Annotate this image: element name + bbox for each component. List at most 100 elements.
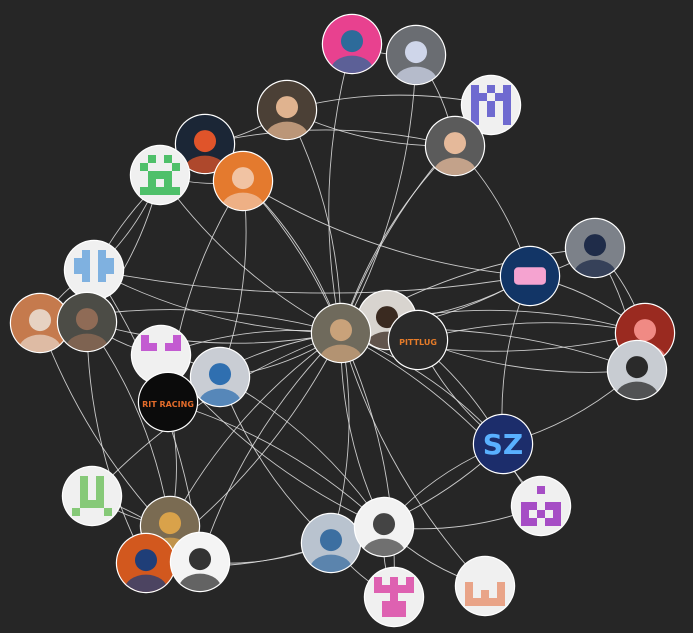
identicon-cell [98, 258, 106, 266]
avatar-head [231, 167, 255, 190]
identicon-cell [72, 508, 80, 516]
node-beard-avatar[interactable] [56, 291, 118, 366]
identicon-cell [398, 609, 406, 617]
avatar-head [583, 234, 607, 257]
avatar-body [178, 573, 222, 591]
identicon-cell [529, 502, 537, 510]
node-background [512, 477, 570, 535]
identicon-cell [481, 590, 489, 598]
identicon-cell [106, 266, 114, 274]
identicon-cell [489, 598, 497, 606]
identicon-cell [503, 109, 511, 117]
node-jacket-avatar[interactable] [300, 512, 362, 587]
node-nyan-logo[interactable] [499, 245, 561, 307]
node-smile-avatar[interactable] [424, 115, 486, 190]
avatar-body [265, 121, 309, 139]
identicon-cell [487, 85, 495, 93]
node-layer: PITTLUG RIT RACING SZ [9, 13, 676, 628]
identicon-cell [545, 518, 553, 526]
avatar-body [183, 155, 227, 173]
identicon-cell [537, 510, 545, 518]
identicon-cell [88, 500, 96, 508]
identicon-cell [537, 486, 545, 494]
identicon-cell [172, 163, 180, 171]
identicon-cell [465, 582, 473, 590]
edge [340, 54, 417, 334]
edge [242, 180, 531, 277]
node-couple-avatar[interactable] [385, 24, 447, 99]
identicon-cell [164, 155, 172, 163]
avatar-head [134, 549, 158, 572]
identicon-cell [382, 585, 390, 593]
avatar-head [208, 363, 232, 386]
identicon-cell [390, 593, 398, 601]
logo-label: PITTLUG [399, 338, 437, 347]
node-pitt-logo[interactable]: PITTLUG [387, 309, 449, 371]
edge [204, 129, 456, 147]
identicon-cell [96, 492, 104, 500]
node-blue-id-identicon[interactable] [63, 239, 125, 301]
node-orange-avatar[interactable] [212, 150, 274, 225]
node-background [389, 311, 447, 369]
edge [86, 321, 147, 564]
edge [86, 321, 342, 344]
edge [159, 174, 342, 334]
identicon-cell [473, 598, 481, 606]
identicon-cell [104, 508, 112, 516]
edge [93, 269, 531, 294]
identicon-cell [173, 335, 181, 343]
node-green1-identicon[interactable] [129, 144, 191, 206]
node-background [65, 241, 123, 299]
avatar-body [362, 538, 406, 556]
identicon-cell [465, 598, 473, 606]
node-peach-identicon[interactable] [454, 555, 516, 617]
identicon-cell [80, 484, 88, 492]
identicon-cell [148, 187, 156, 195]
identicon-cell [98, 266, 106, 274]
identicon-cell [481, 598, 489, 606]
node-shark-avatar[interactable] [321, 13, 383, 88]
avatar-body [433, 157, 477, 175]
avatar-body [65, 333, 109, 351]
avatar-head [158, 512, 182, 535]
node-pink2-identicon[interactable] [363, 566, 425, 628]
node-sz-logo[interactable]: SZ [472, 413, 534, 475]
identicon-cell [497, 598, 505, 606]
identicon-cell [503, 93, 511, 101]
identicon-cell [141, 335, 149, 343]
identicon-cell [172, 187, 180, 195]
avatar-body [198, 388, 242, 406]
identicon-cell [503, 85, 511, 93]
identicon-cell [521, 510, 529, 518]
identicon-cell [471, 109, 479, 117]
edge [340, 332, 486, 587]
node-magenta-identicon[interactable] [510, 475, 572, 537]
identicon-cell [98, 274, 106, 282]
node-hub-avatar[interactable] [310, 302, 372, 377]
node-sunglasses2-avatar[interactable] [189, 346, 251, 421]
avatar-head [188, 548, 212, 571]
identicon-cell [521, 518, 529, 526]
identicon-cell [406, 585, 414, 593]
avatar-head [633, 319, 657, 342]
avatar-body [124, 574, 168, 592]
identicon-cell [398, 585, 406, 593]
node-background [139, 373, 197, 431]
avatar-body [309, 554, 353, 572]
identicon-cell [80, 476, 88, 484]
node-hat-avatar[interactable] [606, 339, 668, 414]
identicon-cell [148, 171, 156, 179]
identicon-cell [96, 484, 104, 492]
node-sunglasses-avatar[interactable] [256, 79, 318, 154]
node-green2-identicon[interactable] [61, 465, 123, 527]
identicon-cell [148, 155, 156, 163]
node-robot-avatar[interactable] [353, 496, 415, 571]
identicon-cell [141, 343, 149, 351]
node-racing-logo[interactable]: RIT RACING [137, 371, 199, 433]
node-suit-avatar[interactable] [564, 217, 626, 292]
identicon-cell [80, 492, 88, 500]
identicon-cell [382, 609, 390, 617]
node-fire-avatar[interactable] [115, 532, 177, 607]
node-sketch-avatar[interactable] [169, 531, 231, 606]
identicon-cell [74, 258, 82, 266]
